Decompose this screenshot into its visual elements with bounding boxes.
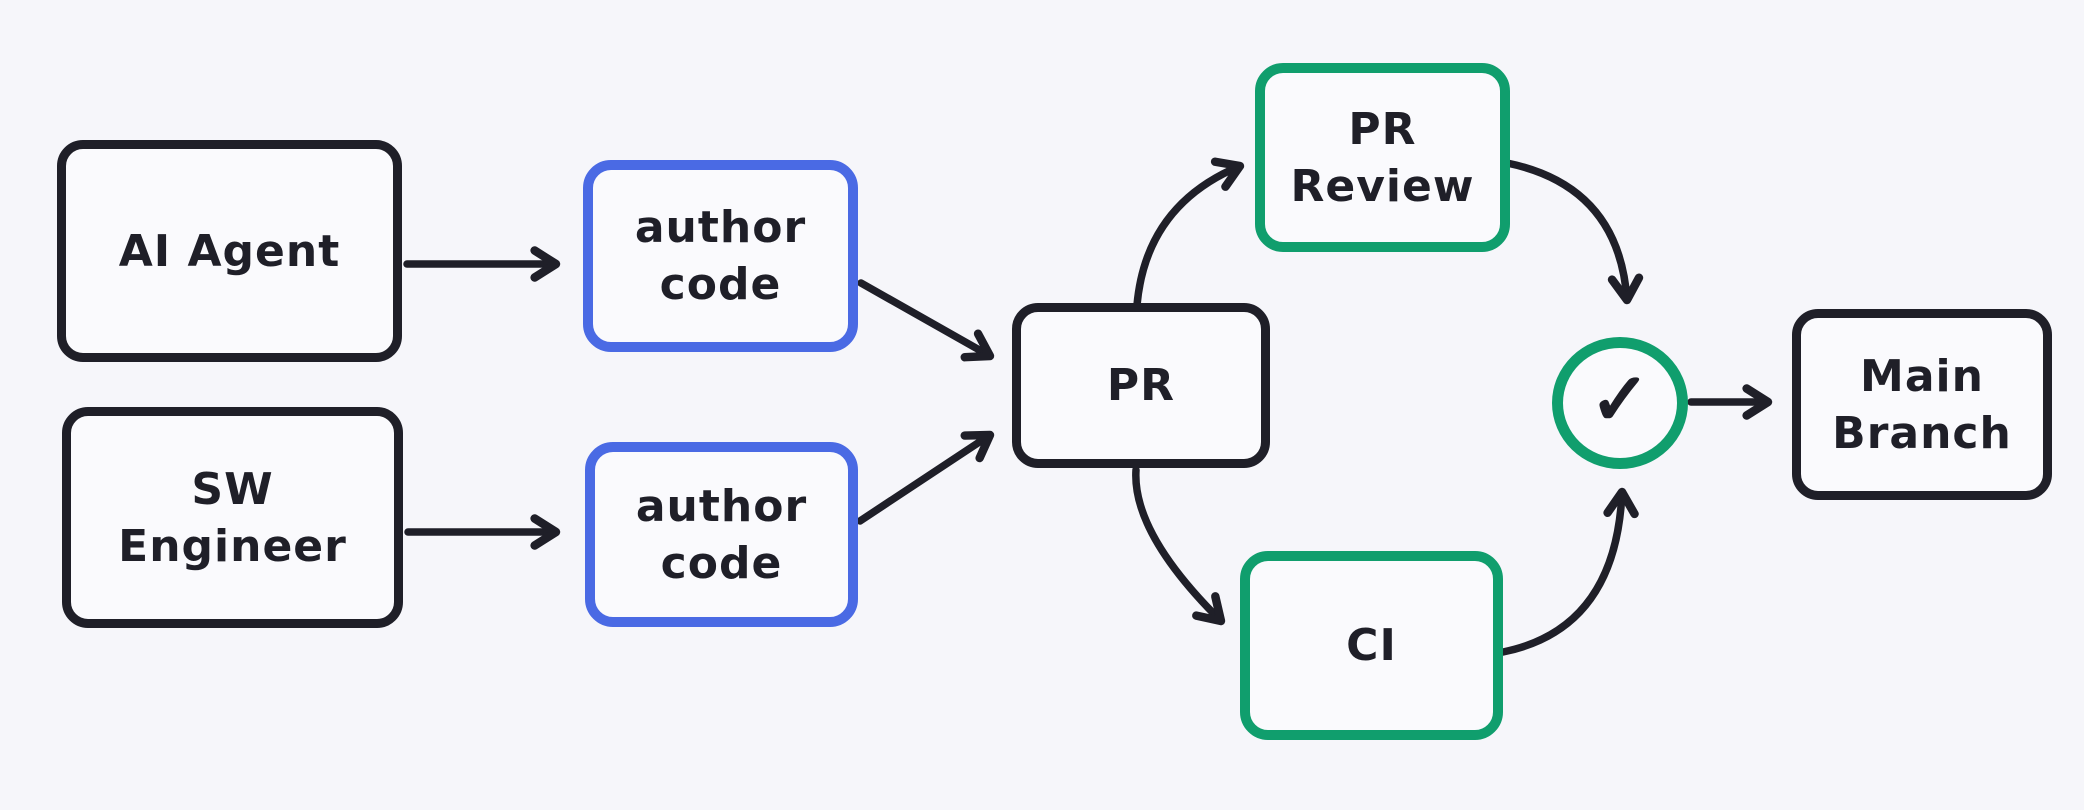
node-pr-review-label-line2: Review xyxy=(1290,160,1475,212)
node-author-code-top: author code xyxy=(583,160,858,352)
arrow-author-code-bottom-to-pr xyxy=(856,430,995,525)
node-pr: PR xyxy=(1012,303,1270,468)
arrow-pr-review-to-check xyxy=(1503,159,1644,305)
arrow-ci-to-check xyxy=(1499,487,1639,656)
node-ci-label: CI xyxy=(1346,620,1397,671)
node-author-code-top-label-line1: author xyxy=(634,202,807,253)
arrow-pr-to-ci xyxy=(1132,466,1226,626)
arrow-pr-to-pr-review xyxy=(1133,157,1245,309)
node-author-code-top-label-line2: code xyxy=(659,259,782,310)
arrow-author-code-top-to-pr xyxy=(857,279,995,362)
check-icon: ✓ xyxy=(1589,357,1652,441)
node-pr-review: PR Review xyxy=(1255,63,1510,252)
node-ci: CI xyxy=(1240,551,1503,740)
node-check-circle: ✓ xyxy=(1552,337,1688,469)
node-main-branch: Main Branch xyxy=(1792,309,2052,500)
node-sw-engineer: SW Engineer xyxy=(62,407,403,628)
node-main-branch-label-line1: Main xyxy=(1860,350,1984,402)
node-ai-agent: AI Agent xyxy=(57,140,402,362)
node-author-code-bottom-label-line1: author xyxy=(635,480,808,532)
node-main-branch-label-line2: Branch xyxy=(1832,407,2012,459)
node-pr-review-label-line1: PR xyxy=(1348,103,1417,155)
node-author-code-bottom-label-line2: code xyxy=(660,537,783,589)
node-sw-engineer-label-line2: Engineer xyxy=(118,520,347,572)
node-author-code-bottom: author code xyxy=(585,442,858,627)
node-sw-engineer-label-line1: SW xyxy=(191,463,274,515)
node-ai-agent-label: AI Agent xyxy=(118,225,341,277)
node-pr-label: PR xyxy=(1106,360,1176,411)
